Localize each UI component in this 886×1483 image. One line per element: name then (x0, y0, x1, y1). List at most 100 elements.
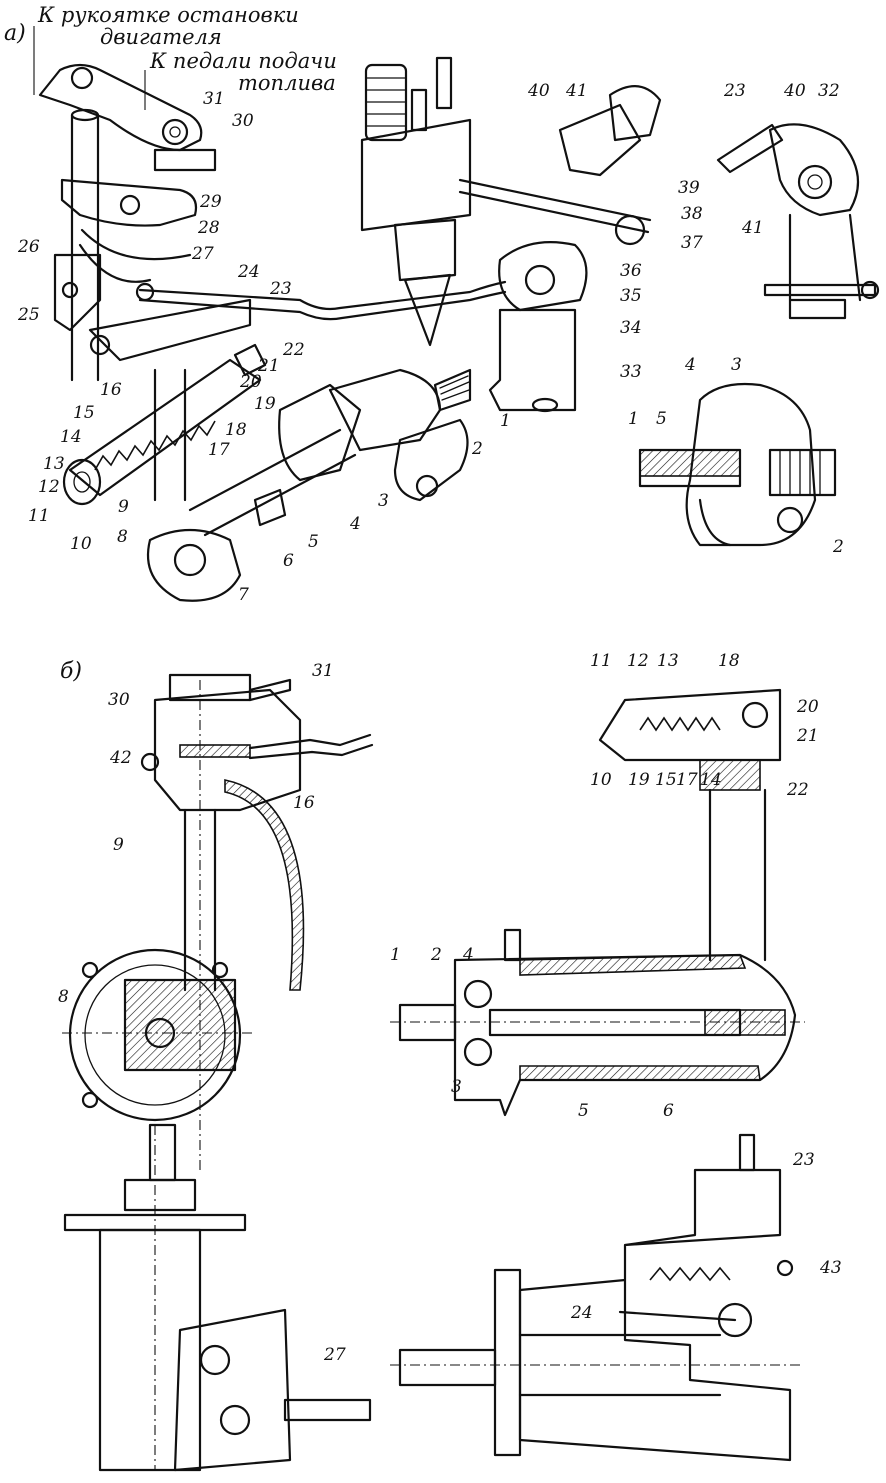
part-label-a_main-9: 9 (118, 497, 129, 517)
injector-body (360, 118, 472, 232)
hub-34 (524, 264, 556, 296)
injector-stud-b (435, 56, 453, 110)
screw-22 (233, 343, 267, 377)
part-label-b_horizontal-21: 21 (796, 726, 819, 746)
flange-disc (68, 948, 242, 1122)
part-label-a_detail_mid-2: 2 (832, 537, 844, 557)
lever-boss-hole (169, 126, 181, 138)
flange-bolt-1 (81, 961, 99, 979)
governor-housing (518, 1168, 792, 1462)
coupling-body-3 (685, 382, 817, 547)
part-label-b_bottom-43: 43 (819, 1258, 842, 1278)
caption-stop-line1: К рукоятке остановки (37, 3, 299, 27)
part-label-b_horizontal-13: 13 (657, 651, 679, 671)
part-label-b_vertical-42: 42 (109, 748, 132, 768)
shaft-9-section (183, 808, 217, 992)
part-label-a_main-40: 40 (527, 81, 550, 101)
part-label-b_horizontal-20: 20 (796, 697, 819, 717)
part-label-b_vertical-8: 8 (58, 987, 69, 1007)
part-label-b_vertical-30: 30 (108, 690, 130, 710)
side-output-shaft (283, 1398, 372, 1422)
part-label-a_main-7: 7 (238, 585, 249, 605)
housing-cap (608, 85, 662, 142)
top-plate (63, 1213, 247, 1232)
part-label-b_horizontal-17: 17 (676, 770, 698, 790)
part-label-a_main-34: 34 (620, 318, 642, 338)
part-label-a_detail_top-23: 23 (723, 81, 746, 101)
housing-hatched-wall (179, 744, 251, 758)
part-label-a_main-38: 38 (681, 204, 703, 224)
curved-housing-wall (224, 779, 305, 991)
bracket-hatched (699, 759, 761, 791)
caption-pedal-line2: топлива (238, 71, 336, 95)
lever-24 (618, 1310, 737, 1322)
panel-b-vertical-section (62, 673, 374, 1170)
lever-arm-23 (716, 123, 784, 174)
part-label-a_detail_mid-3: 3 (731, 355, 742, 375)
part-label-b_horizontal-5: 5 (578, 1101, 589, 1121)
panel-b-horizontal-section (390, 688, 805, 1117)
bracket-32 (768, 123, 860, 217)
splined-top-stub (148, 1123, 177, 1182)
top-coupling (123, 1178, 197, 1212)
adjusting-nut-11 (62, 458, 102, 506)
panel-a-label: а) (4, 21, 26, 46)
bracket-2 (393, 418, 469, 502)
foot (788, 298, 847, 320)
housing-35 (498, 241, 588, 312)
part-label-a_main-41: 41 (565, 81, 588, 101)
rod-23-lower-edge (138, 290, 507, 321)
upper-housing (153, 688, 302, 812)
lever-29 (60, 178, 198, 227)
part-label-b_horizontal-18: 18 (718, 651, 740, 671)
part-label-b_horizontal-2: 2 (430, 945, 442, 965)
splined-end-2 (768, 448, 837, 497)
part-label-a_main-24: 24 (237, 262, 260, 282)
lever-pivot-boss (70, 66, 94, 90)
part-label-b_vertical-9: 9 (113, 835, 124, 855)
flange-plate (493, 1268, 522, 1457)
part-label-a_main-25: 25 (17, 305, 40, 325)
spline-lines (779, 449, 821, 496)
housing-bottom-wall (519, 1065, 761, 1081)
part-label-b_horizontal-12: 12 (627, 651, 649, 671)
lever-16-pivot (89, 334, 111, 356)
part-label-a_main-5: 5 (308, 532, 319, 552)
shaft-5-section (639, 449, 741, 477)
yoke-pin-3 (463, 1037, 493, 1067)
splined-shaft-1 (433, 368, 472, 412)
part-label-a_detail_mid-5: 5 (656, 409, 667, 429)
part-label-b_horizontal-4: 4 (462, 945, 474, 965)
part-label-a_main-16: 16 (100, 380, 122, 400)
part-label-b_bottom-27: 27 (323, 1345, 346, 1365)
screw-43 (776, 1259, 794, 1277)
text-layer: а) б) К рукоятке остановки двигателя К п… (4, 3, 844, 1365)
part-label-a_main-26: 26 (17, 237, 40, 257)
flange-bolt-3 (81, 1091, 99, 1109)
part-label-b_horizontal-3: 3 (451, 1077, 462, 1097)
part-label-a_main-30: 30 (232, 111, 254, 131)
part-label-a_main-6: 6 (283, 551, 294, 571)
bearing-6 (704, 1009, 786, 1036)
part-label-a_main-1: 1 (500, 411, 511, 431)
part-label-b_horizontal-11: 11 (590, 651, 612, 671)
rod-16-section (248, 733, 374, 760)
caption-stop-line2: двигателя (100, 25, 222, 49)
yoke-pin-4 (463, 979, 493, 1009)
part-label-b_horizontal-6: 6 (663, 1101, 674, 1121)
shaft-5-outline (638, 448, 742, 488)
spring-housing-section (598, 688, 782, 762)
part-label-a_detail_top-40: 40 (783, 81, 806, 101)
part-label-a_main-39: 39 (678, 178, 700, 198)
part-label-b_vertical-31: 31 (312, 661, 334, 681)
screw-21 (741, 701, 769, 729)
caption-pedal-line1: К педали подачи (149, 49, 337, 73)
part-label-a_main-3: 3 (378, 491, 389, 511)
part-label-b_horizontal-19: 19 (628, 770, 650, 790)
bracket-hole (415, 474, 439, 498)
fork-27 (78, 228, 192, 283)
part-label-b_horizontal-22: 22 (786, 780, 809, 800)
housing-flange-top (503, 928, 522, 962)
pin-28 (119, 194, 141, 216)
